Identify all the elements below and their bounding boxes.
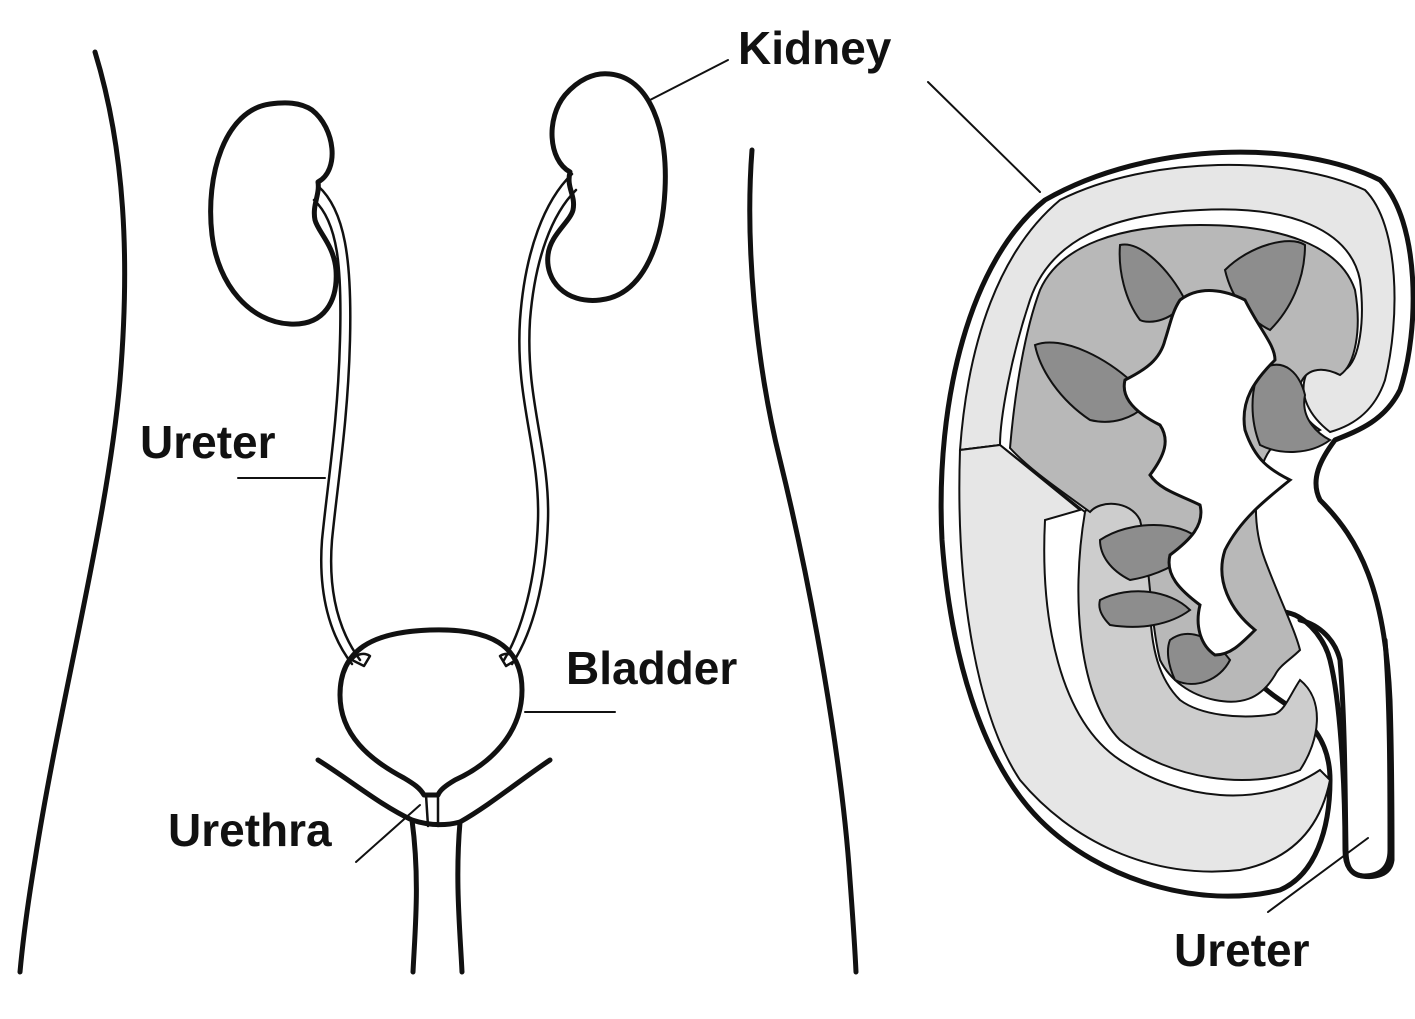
leader-lines xyxy=(237,59,1369,913)
ureter-tube xyxy=(1297,617,1393,879)
right-kidney xyxy=(545,71,668,303)
label-ureter-left: Ureter xyxy=(140,416,276,468)
left-leg-inner xyxy=(315,757,419,975)
body-outline xyxy=(17,49,859,975)
urethra-leader xyxy=(355,804,421,863)
label-ureter-right: Ureter xyxy=(1174,924,1310,976)
kidney-leader-left xyxy=(649,59,729,101)
renal-pyramid xyxy=(1118,243,1187,323)
label-bladder: Bladder xyxy=(566,642,737,694)
kidney-cross-section xyxy=(938,149,1415,899)
urethra xyxy=(424,793,440,828)
torso-right-edge xyxy=(747,147,859,975)
kidney-capsule xyxy=(938,149,1415,899)
right-ureter xyxy=(502,172,578,666)
kidney-leader-right xyxy=(927,81,1041,193)
renal-pyramid xyxy=(1251,363,1332,453)
torso-left-edge xyxy=(17,49,128,975)
renal-pyramid xyxy=(1033,341,1152,423)
bladder xyxy=(337,627,525,798)
ureter-right-leader xyxy=(1267,837,1369,913)
renal-pelvis xyxy=(1122,289,1293,657)
crotch-line xyxy=(409,817,463,828)
label-urethra: Urethra xyxy=(168,804,332,856)
label-kidney: Kidney xyxy=(738,22,892,74)
left-ureter xyxy=(312,184,362,666)
right-leg-inner xyxy=(455,757,553,975)
renal-pyramid xyxy=(1098,590,1192,628)
left-kidney xyxy=(208,100,339,327)
